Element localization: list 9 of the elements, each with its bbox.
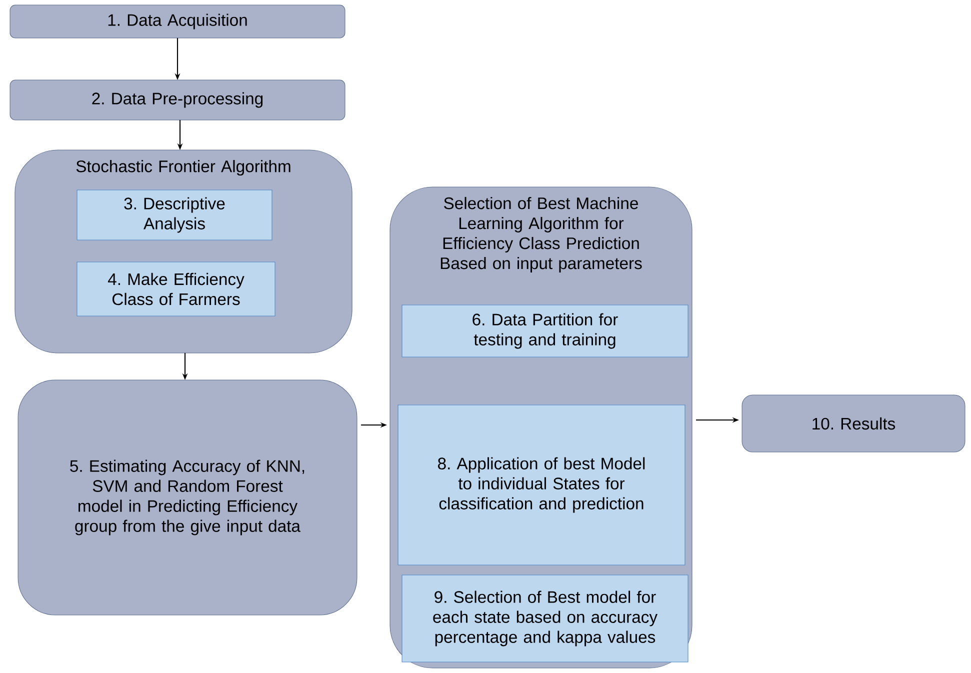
process-box: 5. Estimating Accuracy of KNN, SVM and Random Forest model in Predicting Efficiency group from the give input data [18, 380, 358, 616]
step-box: 3. Descriptive Analysis [76, 190, 272, 240]
process-box: 1. Data Acquisition [10, 4, 346, 38]
process-box: 10. Results [742, 394, 966, 452]
step-box: 9. Selection of Best model for each state based on accuracy percentage and kappa values [402, 574, 688, 662]
step-box: 8. Application of best Model to individual States for classification and prediction [398, 404, 686, 566]
process-box: 2. Data Pre-processing [10, 80, 346, 120]
step-box: 6. Data Partition for testing and training [402, 304, 688, 358]
step-box: 4. Make Efficiency Class of Farmers [76, 262, 276, 316]
